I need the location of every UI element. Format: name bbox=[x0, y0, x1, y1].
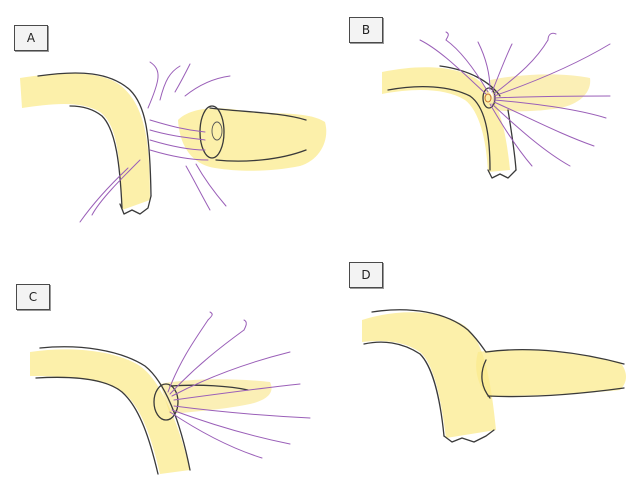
panel-d-drawing bbox=[362, 310, 626, 442]
panel-b-drawing bbox=[382, 32, 610, 178]
panel-a-curved-tube-fill bbox=[20, 74, 150, 210]
panel-label-b: B bbox=[349, 17, 383, 43]
panel-label-c: C bbox=[16, 284, 50, 310]
panel-c-curved-tube-fill bbox=[30, 349, 190, 474]
panel-a-drawing bbox=[20, 62, 326, 222]
panel-d-curved-tube-fill bbox=[362, 312, 496, 438]
panel-b-straight-tube-fill bbox=[490, 74, 590, 111]
panel-label-a: A bbox=[14, 25, 48, 51]
panel-d-straight-tube-fill bbox=[476, 350, 626, 396]
panel-c-drawing bbox=[30, 312, 310, 474]
panel-label-d: D bbox=[349, 262, 383, 288]
